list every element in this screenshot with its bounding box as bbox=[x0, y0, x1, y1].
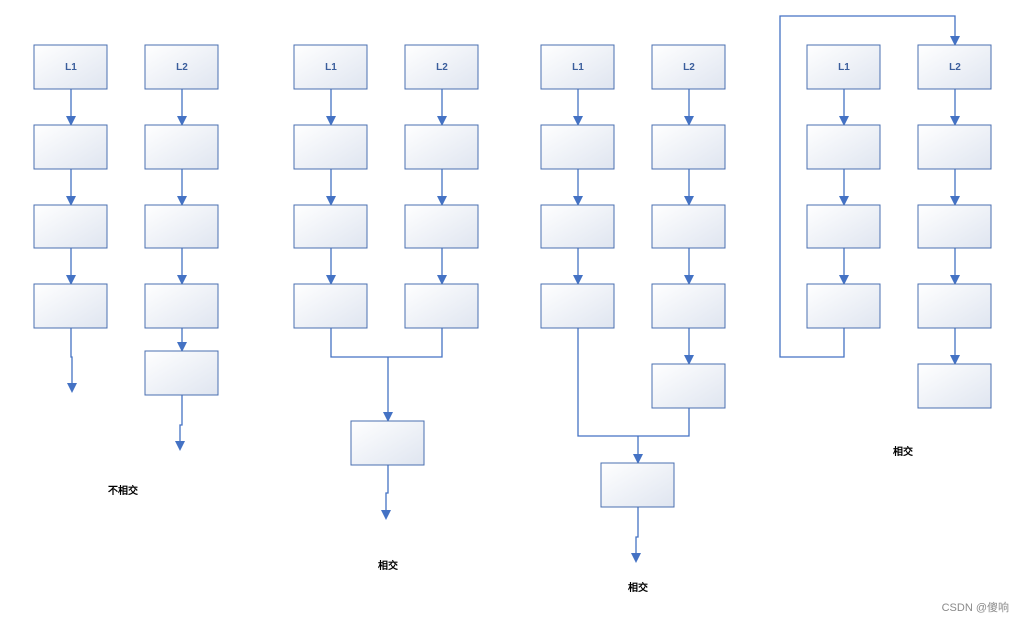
node-l1-head bbox=[806, 44, 881, 90]
node-l1-head bbox=[33, 44, 108, 90]
node-label-l1: L1 bbox=[838, 62, 850, 73]
caption-no-intersect: 不相交 bbox=[108, 484, 138, 497]
node-l1-head bbox=[293, 44, 368, 90]
node-shared bbox=[350, 420, 425, 466]
node bbox=[144, 350, 219, 396]
node bbox=[33, 283, 108, 329]
node-label-l1: L1 bbox=[65, 62, 77, 73]
scenario-no-intersect-nodes bbox=[33, 44, 219, 396]
caption-intersect-unequal: 相交 bbox=[628, 581, 648, 594]
node bbox=[540, 204, 615, 249]
node bbox=[917, 204, 992, 249]
node bbox=[33, 204, 108, 249]
node bbox=[917, 124, 992, 170]
scenario-intersect-unequal-nodes bbox=[540, 44, 726, 508]
node bbox=[540, 283, 615, 329]
node bbox=[806, 124, 881, 170]
node-l2-head bbox=[651, 44, 726, 90]
node-l2-head bbox=[144, 44, 219, 90]
scenario-no-intersect bbox=[70, 89, 183, 443]
node bbox=[917, 283, 992, 329]
scenario-intersect-cycle bbox=[779, 15, 956, 358]
node-label-l1: L1 bbox=[572, 62, 584, 73]
caption-intersect-equal: 相交 bbox=[378, 559, 398, 572]
node bbox=[806, 204, 881, 249]
node bbox=[293, 204, 368, 249]
node-label-l2: L2 bbox=[683, 62, 695, 73]
node bbox=[33, 124, 108, 170]
scenario-intersect-equal bbox=[330, 89, 443, 512]
node bbox=[651, 204, 726, 249]
scenario-intersect-cycle-arrowheads bbox=[839, 36, 960, 365]
node bbox=[651, 283, 726, 329]
scenario-intersect-unequal bbox=[577, 89, 690, 555]
scenario-intersect-unequal-arrowheads bbox=[573, 116, 694, 563]
node bbox=[144, 283, 219, 329]
node bbox=[293, 283, 368, 329]
node bbox=[917, 363, 992, 409]
node bbox=[540, 124, 615, 170]
node bbox=[806, 283, 881, 329]
watermark: CSDN @傻响 bbox=[942, 601, 1009, 614]
node-label-l2: L2 bbox=[949, 62, 961, 73]
node bbox=[144, 204, 219, 249]
node-label-l2: L2 bbox=[176, 62, 188, 73]
caption-intersect-cycle: 相交 bbox=[893, 445, 913, 458]
node bbox=[651, 363, 726, 409]
node-l1-head bbox=[540, 44, 615, 90]
node bbox=[404, 124, 479, 170]
node bbox=[293, 124, 368, 170]
scenario-no-intersect-arrowheads bbox=[66, 116, 187, 451]
node bbox=[651, 124, 726, 170]
node-label-l1: L1 bbox=[325, 62, 337, 73]
node-l2-head bbox=[917, 44, 992, 90]
scenario-intersect-equal-arrowheads bbox=[326, 116, 447, 520]
node bbox=[404, 283, 479, 329]
node-shared bbox=[600, 462, 675, 508]
node-l2-head bbox=[404, 44, 479, 90]
node bbox=[144, 124, 219, 170]
scenario-intersect-equal-nodes bbox=[293, 44, 479, 466]
node bbox=[404, 204, 479, 249]
scenario-intersect-cycle-nodes bbox=[806, 44, 992, 409]
node-label-l2: L2 bbox=[436, 62, 448, 73]
